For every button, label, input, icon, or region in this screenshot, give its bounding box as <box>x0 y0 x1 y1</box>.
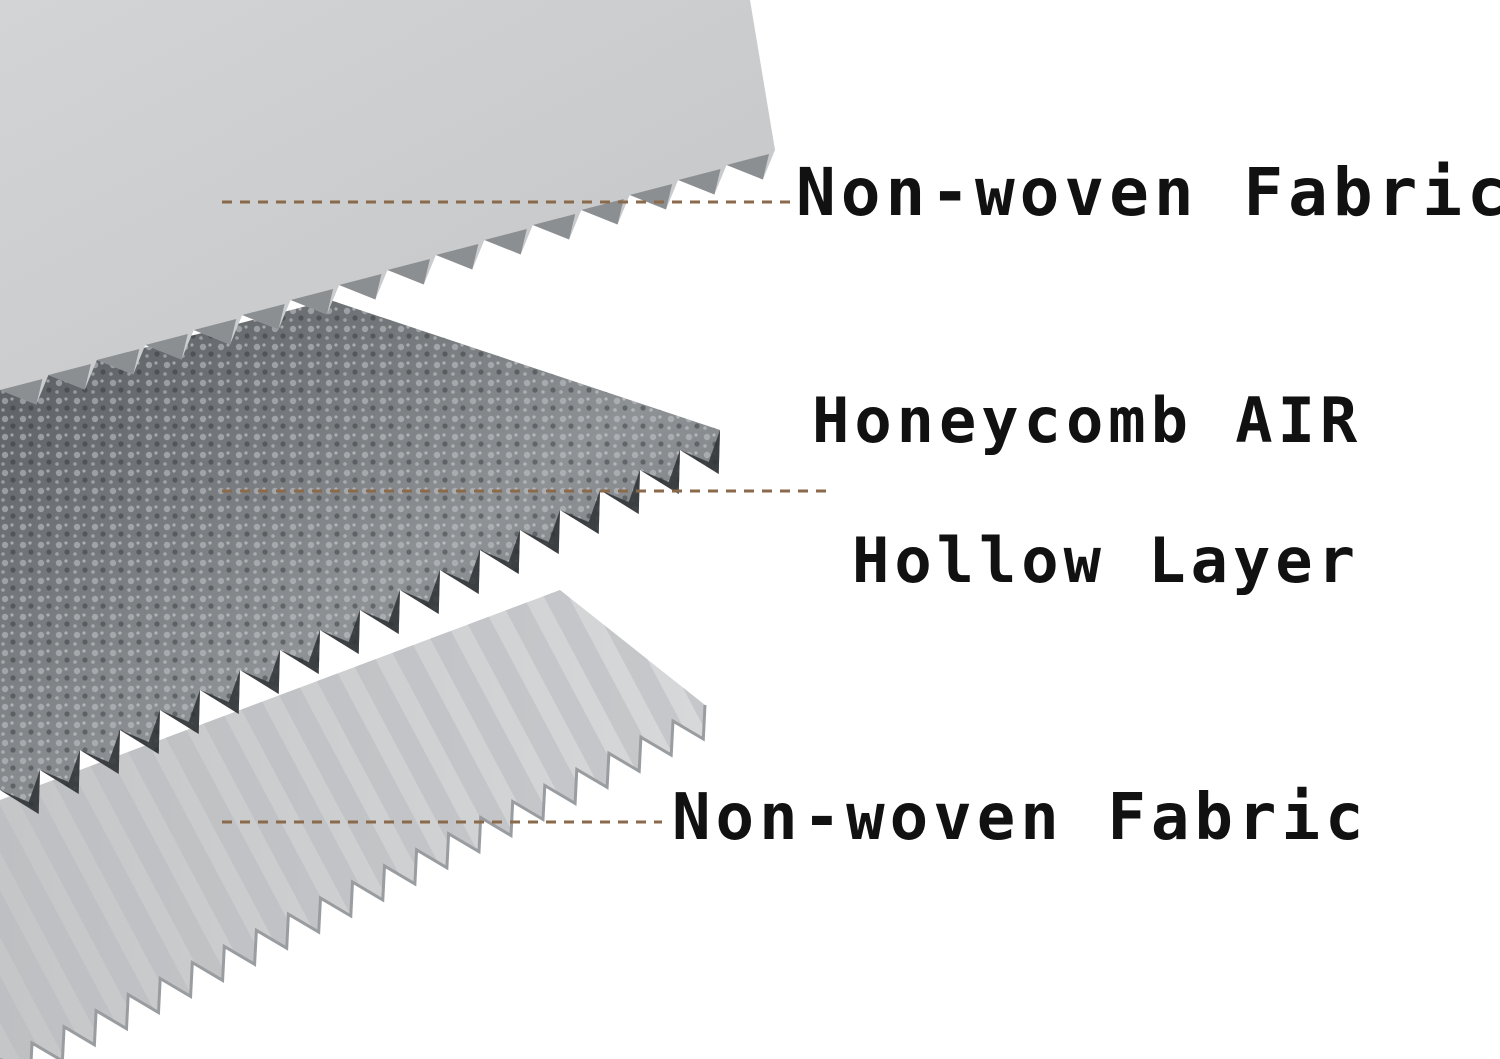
label-honeycomb-line2: Hollow Layer <box>852 524 1360 597</box>
label-bottom-fabric: Non-woven Fabric <box>672 781 1369 855</box>
label-top-fabric: Non-woven Fabric <box>796 154 1500 231</box>
label-honeycomb-line1: Honeycomb AIR <box>812 384 1363 457</box>
honeycomb-hollow-layer <box>0 300 720 814</box>
bottom-fabric-layer <box>0 590 707 1059</box>
